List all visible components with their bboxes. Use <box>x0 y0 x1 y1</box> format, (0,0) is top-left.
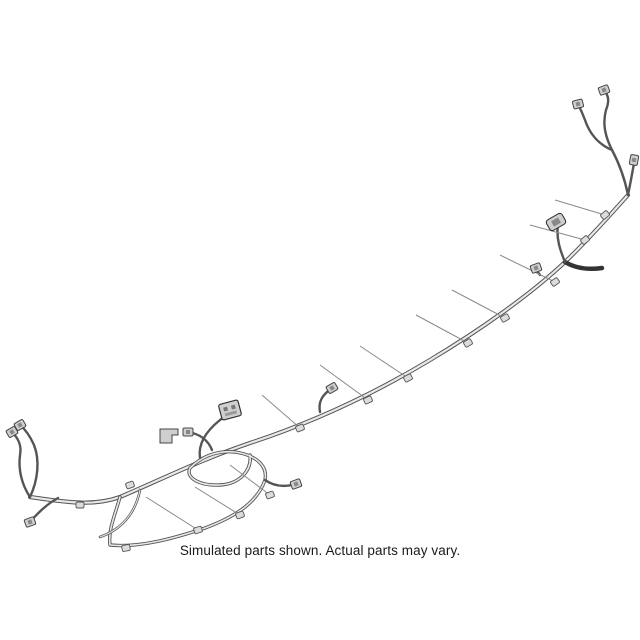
harness-center-branch <box>186 386 334 488</box>
harness-right-branch <box>534 88 636 277</box>
harness-clips <box>75 209 611 553</box>
harness-trunk <box>27 192 631 505</box>
harness-lower-loop <box>98 450 268 548</box>
disclaimer-caption: Simulated parts shown. Actual parts may … <box>179 543 461 558</box>
harness-connectors <box>5 84 640 528</box>
harness-left-branch <box>10 423 60 524</box>
mounting-pins <box>145 199 606 531</box>
